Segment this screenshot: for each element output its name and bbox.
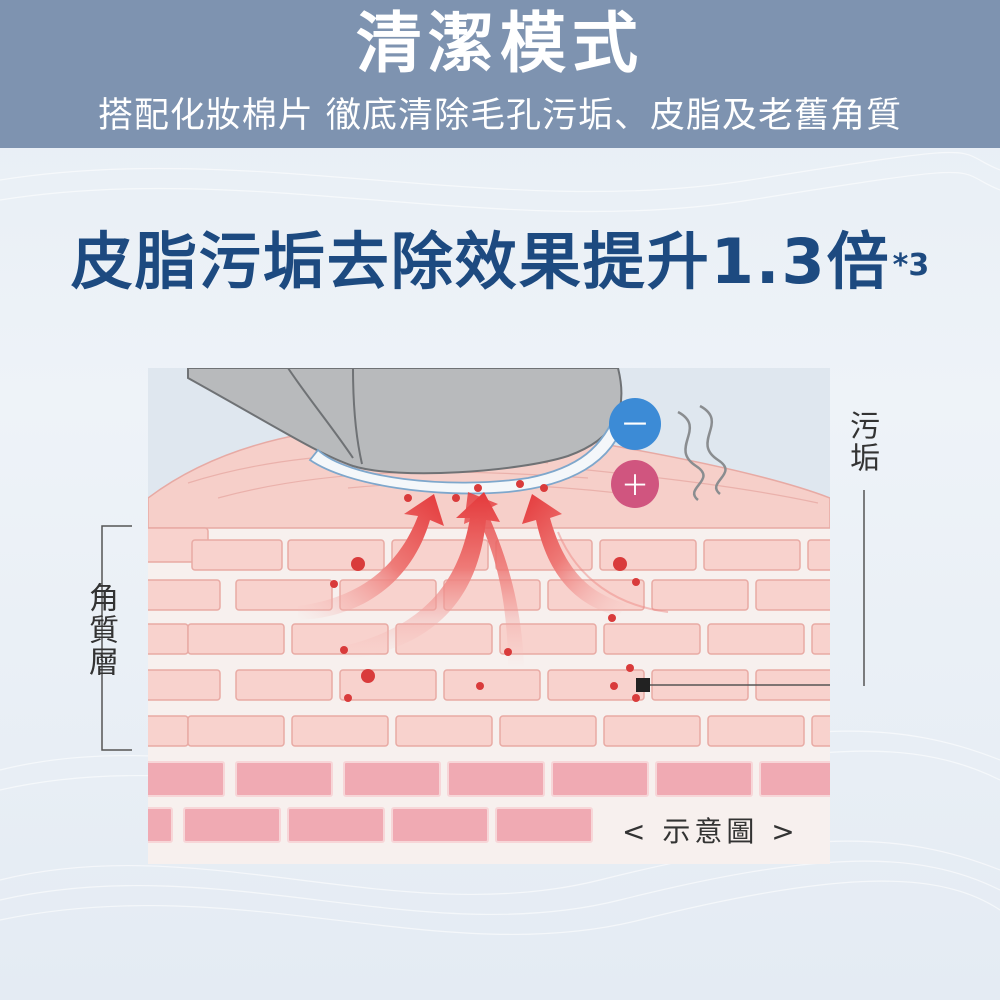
stratum-bracket: [101, 525, 132, 751]
extraction-arrows: [298, 492, 669, 668]
plus-ion-icon: ＋: [611, 460, 659, 508]
banner-title: 清潔模式: [356, 5, 644, 82]
banner-subtitle: 搭配化妝棉片 徹底清除毛孔污垢、皮脂及老舊角質: [97, 96, 903, 136]
diagram-caption: < 示意圖 >: [622, 815, 799, 848]
svg-text:＋: ＋: [621, 469, 649, 502]
skin-cleansing-diagram: － ＋: [148, 368, 830, 864]
svg-text:－: －: [620, 408, 650, 443]
mode-banner: 清潔模式 搭配化妝棉片 徹底清除毛孔污垢、皮脂及老舊角質: [0, 0, 1000, 148]
dirt-marker: [636, 678, 650, 692]
headline-text: 皮脂污垢去除效果提升1.3倍: [70, 225, 891, 298]
dermis-bricks: [148, 761, 830, 843]
dirt-particles: [330, 480, 640, 702]
stratum-corneum-label: 角質層: [83, 582, 118, 678]
dirt-callout-line: [863, 490, 865, 686]
minus-ion-icon: －: [609, 398, 661, 450]
vibration-wave-icon: [677, 410, 705, 501]
dirt-label: 污垢: [844, 410, 879, 474]
headline: 皮脂污垢去除效果提升1.3倍*3: [0, 222, 1000, 302]
headline-footnote: *3: [892, 248, 930, 283]
